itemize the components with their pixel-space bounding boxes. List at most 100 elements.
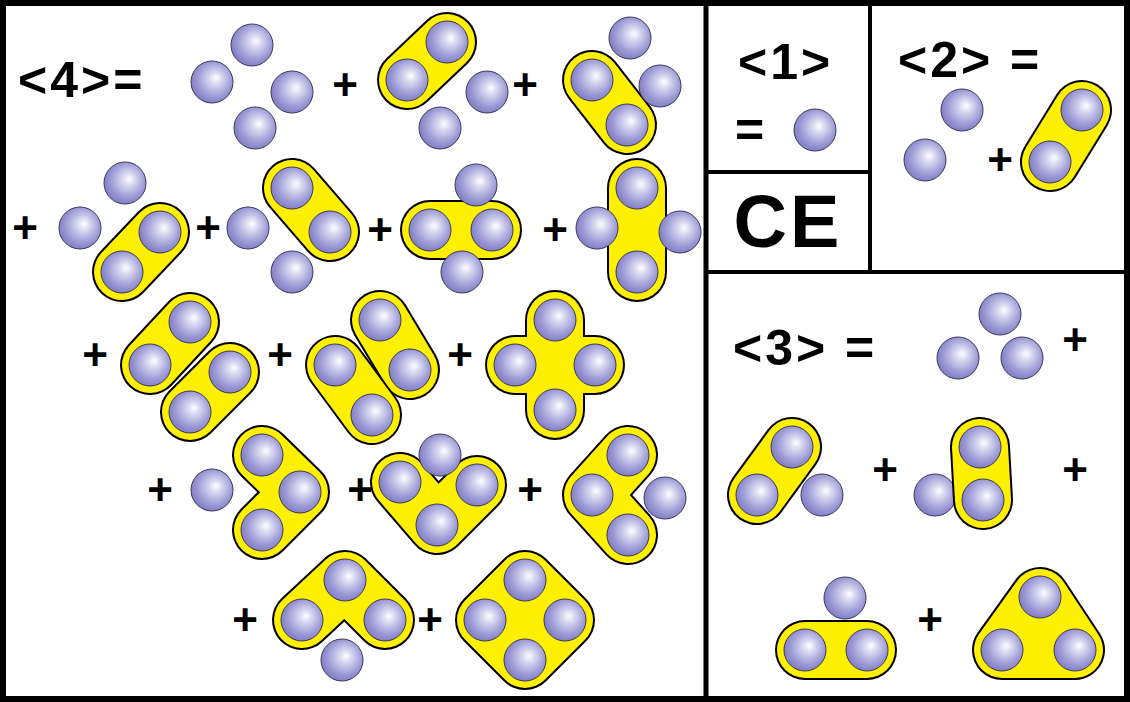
ball xyxy=(169,301,211,343)
ball xyxy=(1054,629,1096,671)
plus-sign: + xyxy=(542,208,568,252)
ball xyxy=(59,207,101,249)
ball xyxy=(606,104,648,146)
panel-label: <3> = xyxy=(733,323,877,373)
ball xyxy=(409,209,451,251)
ball xyxy=(456,464,498,506)
ball xyxy=(1019,576,1061,618)
ball xyxy=(794,109,836,151)
plus-sign: + xyxy=(1062,318,1088,362)
ball xyxy=(364,599,406,641)
plus-sign: + xyxy=(1062,448,1088,492)
ball xyxy=(386,59,428,101)
ball xyxy=(234,107,276,149)
ball xyxy=(419,434,461,476)
plus-sign: + xyxy=(987,138,1013,182)
ball xyxy=(494,344,536,386)
ball xyxy=(379,461,421,503)
ball xyxy=(271,167,313,209)
plus-sign: + xyxy=(232,598,258,642)
ball xyxy=(941,89,983,131)
ball xyxy=(544,599,586,641)
ball xyxy=(616,167,658,209)
ball xyxy=(504,639,546,681)
ball xyxy=(359,299,401,341)
plus-sign: + xyxy=(332,63,358,107)
ball xyxy=(534,299,576,341)
panel-label: = xyxy=(735,105,767,155)
ball xyxy=(321,639,363,681)
ball xyxy=(419,107,461,149)
ball xyxy=(227,207,269,249)
ball xyxy=(1001,337,1043,379)
ball xyxy=(824,577,866,619)
ball xyxy=(801,474,843,516)
plus-sign: + xyxy=(367,208,393,252)
panel: <2> = xyxy=(870,0,1130,272)
ball xyxy=(659,211,701,253)
divider xyxy=(868,0,872,272)
plus-sign: + xyxy=(147,468,173,512)
plus-sign: + xyxy=(12,206,38,250)
ball xyxy=(1061,89,1103,131)
ball xyxy=(504,559,546,601)
panel: CE xyxy=(706,172,870,272)
ball xyxy=(571,474,613,516)
divider xyxy=(706,170,870,174)
ball xyxy=(937,337,979,379)
ball xyxy=(644,477,686,519)
panel-label: <4>= xyxy=(18,55,145,105)
ball xyxy=(209,351,251,393)
ball xyxy=(241,434,283,476)
ball xyxy=(979,293,1021,335)
ball xyxy=(736,474,778,516)
ball xyxy=(846,629,888,671)
panel-label: <1> xyxy=(738,37,833,87)
plus-sign: + xyxy=(512,63,538,107)
ball xyxy=(279,471,321,513)
ball xyxy=(574,344,616,386)
panel: <1> = xyxy=(706,0,870,172)
plus-sign: + xyxy=(347,468,373,512)
ball xyxy=(607,514,649,556)
plus-sign: + xyxy=(917,598,943,642)
ball xyxy=(169,391,211,433)
ball xyxy=(609,17,651,59)
ball xyxy=(104,162,146,204)
plus-sign: + xyxy=(195,206,221,250)
ball xyxy=(466,71,508,113)
ball xyxy=(784,629,826,671)
ball xyxy=(351,394,393,436)
ball xyxy=(471,209,513,251)
ball xyxy=(571,59,613,101)
ball xyxy=(426,21,468,63)
divider xyxy=(704,0,709,702)
ball xyxy=(534,389,576,431)
ball xyxy=(441,251,483,293)
panel-label: <2> = xyxy=(898,35,1042,85)
ball xyxy=(455,164,497,206)
frame xyxy=(3,3,1127,699)
ball xyxy=(271,71,313,113)
ball xyxy=(959,426,1001,468)
ball xyxy=(416,504,458,546)
ball xyxy=(389,349,431,391)
ball xyxy=(904,139,946,181)
divider xyxy=(706,270,1130,274)
ball xyxy=(576,207,618,249)
ball xyxy=(324,559,366,601)
ball xyxy=(1029,141,1071,183)
ball xyxy=(139,211,181,253)
panel-label: CE xyxy=(734,185,843,259)
plus-sign: + xyxy=(872,448,898,492)
ball xyxy=(962,479,1004,521)
ball xyxy=(191,469,233,511)
ball xyxy=(231,24,273,66)
plus-sign: + xyxy=(82,333,108,377)
ball xyxy=(464,599,506,641)
ball xyxy=(101,251,143,293)
plus-sign: + xyxy=(267,333,293,377)
ball xyxy=(981,629,1023,671)
ball xyxy=(771,426,813,468)
